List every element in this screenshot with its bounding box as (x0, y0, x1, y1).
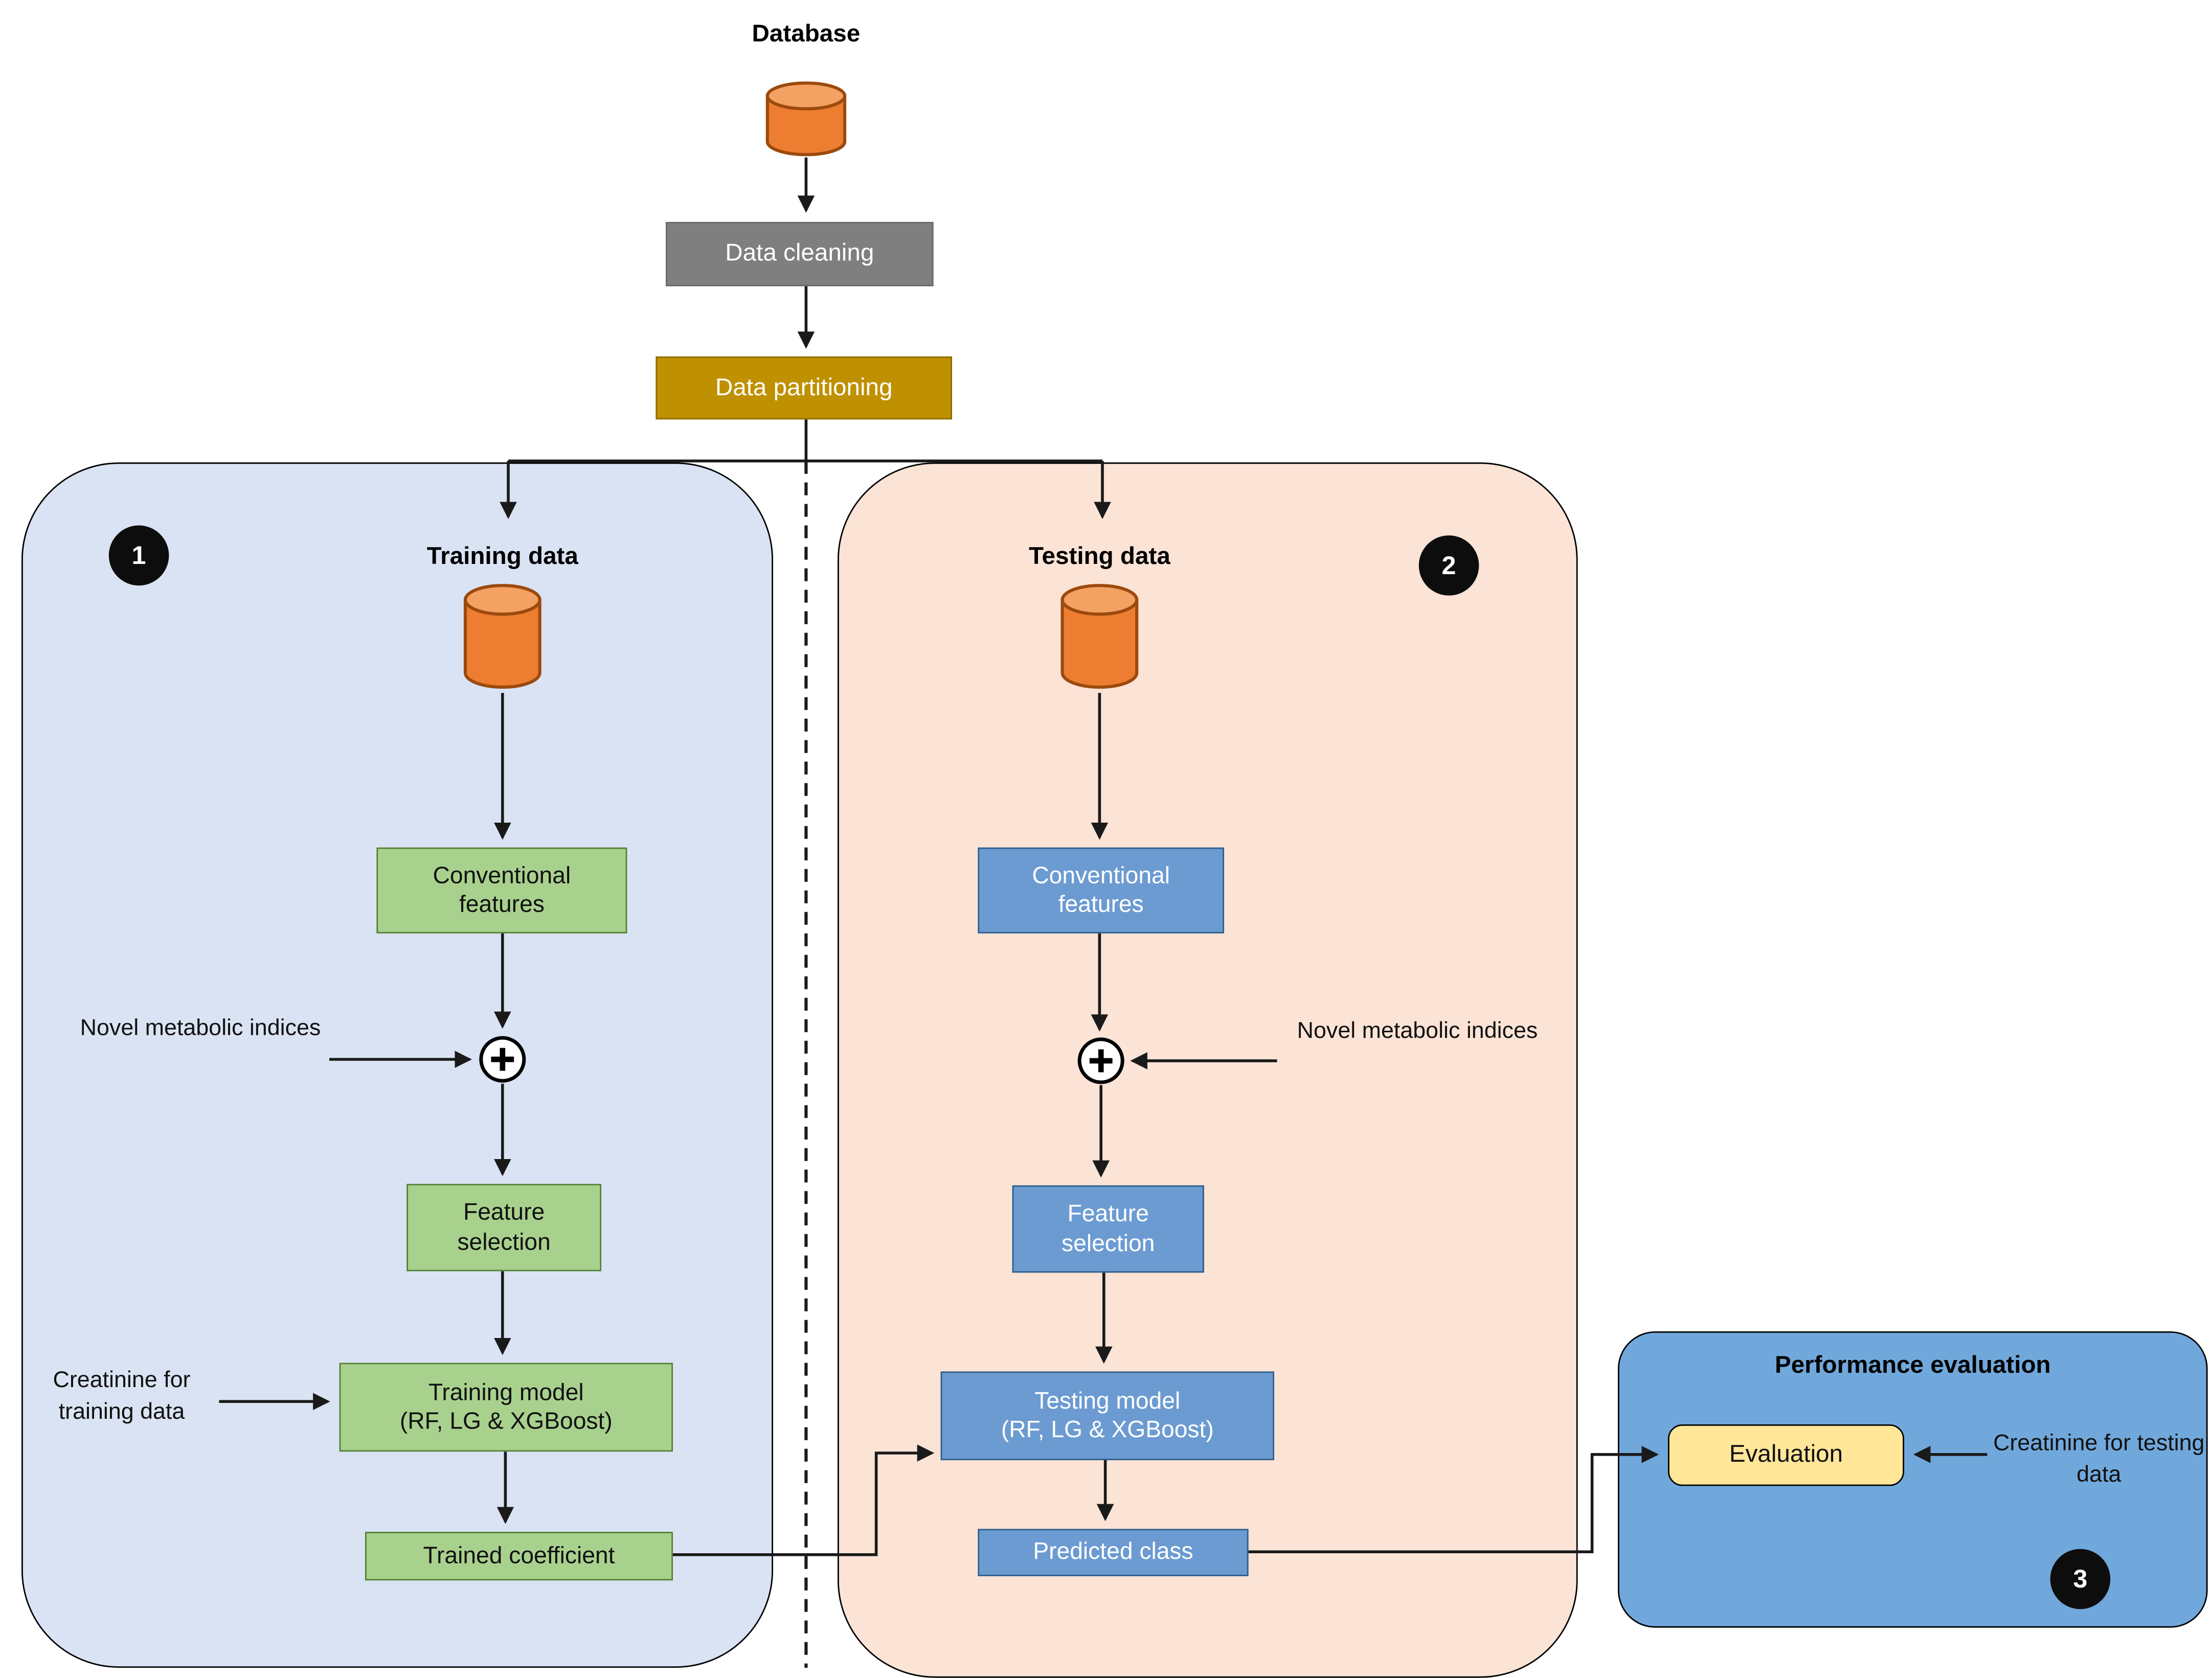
database-title: Database (752, 20, 861, 48)
predicted-class-box: Predicted class (978, 1529, 1249, 1576)
training-data-title: Training data (426, 542, 578, 570)
step-badge-2: 2 (1418, 535, 1479, 596)
data-partitioning-box: Data partitioning (656, 356, 952, 420)
step-badge-3-label: 3 (2073, 1564, 2088, 1593)
feature-selection-label: Feature selection (457, 1200, 551, 1255)
testing-model-label-line1: Testing model (1034, 1388, 1181, 1415)
conventional-features-label: Conventional features (1032, 863, 1170, 918)
testing-branch-panel (838, 462, 1578, 1678)
conventional-features-label: Conventional features (433, 863, 571, 918)
novel-metabolic-indices-note-testing: Novel metabolic indices (1297, 1019, 1538, 1044)
data-cleaning-label: Data cleaning (725, 239, 874, 267)
training-model-box: Training model (RF, LG & XGBoost) (339, 1363, 673, 1452)
feature-selection-box-training: Feature selection (407, 1184, 601, 1272)
training-branch-panel (21, 462, 773, 1668)
evaluation-label: Evaluation (1729, 1440, 1843, 1468)
feature-selection-label: Feature selection (1062, 1201, 1155, 1256)
trained-coefficient-box: Trained coefficient (365, 1532, 673, 1581)
database-cylinder-icon (765, 81, 847, 156)
step-badge-1: 1 (108, 525, 169, 586)
step-badge-2-label: 2 (1441, 550, 1456, 579)
split-line-partitioning (508, 419, 1102, 463)
data-partitioning-label: Data partitioning (715, 373, 893, 400)
data-cleaning-box: Data cleaning (666, 222, 934, 286)
step-badge-1-label: 1 (131, 540, 146, 569)
step-badge-3: 3 (2050, 1549, 2111, 1609)
feature-selection-box-testing: Feature selection (1012, 1185, 1204, 1273)
trained-coefficient-label: Trained coefficient (423, 1543, 615, 1569)
creatinine-testing-note: Creatinine for testing data (1993, 1432, 2205, 1487)
testing-model-label-line2: (RF, LG & XGBoost) (1001, 1417, 1214, 1443)
performance-evaluation-title: Performance evaluation (1774, 1351, 2051, 1379)
conventional-features-box-training: Conventional features (376, 847, 627, 934)
training-model-label-line2: (RF, LG & XGBoost) (399, 1409, 613, 1435)
evaluation-box: Evaluation (1668, 1424, 1904, 1486)
novel-metabolic-indices-note-training: Novel metabolic indices (80, 1016, 321, 1041)
testing-data-title: Testing data (1028, 542, 1170, 570)
predicted-class-label: Predicted class (1033, 1539, 1193, 1566)
training-model-label-line1: Training model (428, 1379, 584, 1406)
creatinine-training-note: Creatinine for training data (53, 1368, 191, 1424)
conventional-features-box-testing: Conventional features (978, 847, 1224, 934)
testing-model-box: Testing model (RF, LG & XGBoost) (940, 1371, 1274, 1460)
